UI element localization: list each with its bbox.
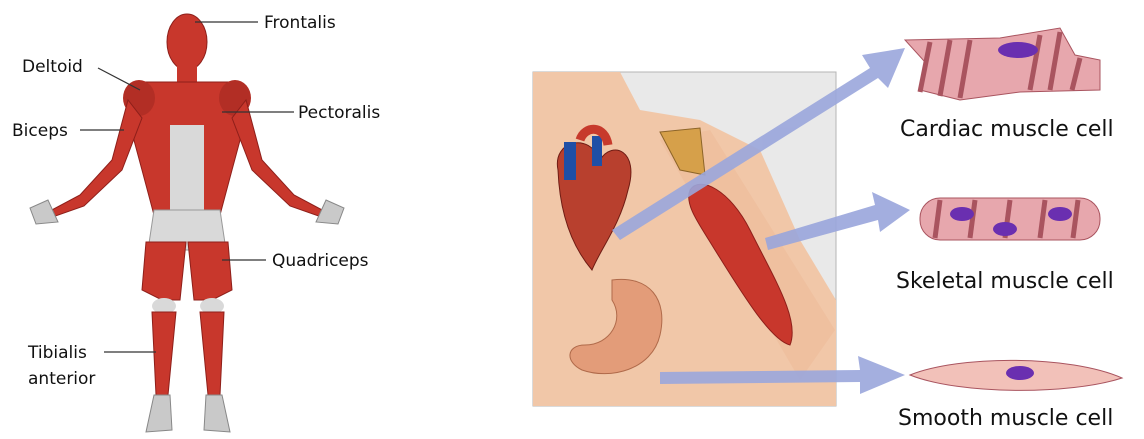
left-foot (146, 395, 172, 432)
label-biceps: Biceps (12, 121, 68, 141)
label-frontalis: Frontalis (264, 13, 336, 33)
label-deltoid: Deltoid (22, 57, 83, 77)
cardiac-cell (905, 28, 1100, 100)
skeletal-cell (920, 198, 1100, 240)
left-arm (44, 100, 142, 220)
abdomen (170, 125, 204, 215)
right-hand (316, 200, 344, 224)
label-smooth-cell: Smooth muscle cell (898, 406, 1113, 431)
label-pectoralis: Pectoralis (298, 103, 380, 123)
right-shin (200, 312, 224, 395)
label-skeletal-cell: Skeletal muscle cell (896, 269, 1114, 294)
label-quadriceps: Quadriceps (272, 251, 369, 271)
right-thigh (188, 242, 232, 300)
left-hand (30, 200, 58, 224)
deltoid-leader (98, 68, 140, 90)
left-shin (152, 312, 176, 395)
right-foot (204, 395, 230, 432)
left-thigh (142, 242, 186, 300)
label-cardiac-cell: Cardiac muscle cell (900, 117, 1114, 142)
neck (177, 66, 197, 82)
label-tibialis-line1: Tibialis (27, 343, 87, 363)
label-tibialis-line2: anterior (28, 369, 95, 389)
smooth-cell (910, 360, 1122, 390)
